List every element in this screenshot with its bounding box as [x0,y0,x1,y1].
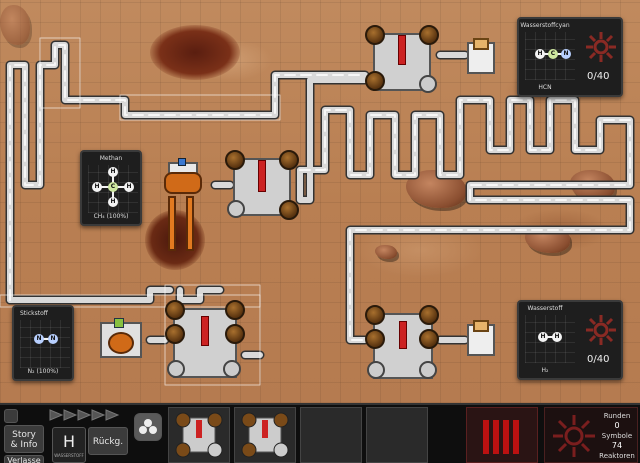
panel-formula: CH₄ (100%) [93,213,129,220]
reactor-icon [175,412,223,458]
rock [375,245,397,259]
reactor-4[interactable] [365,305,441,385]
reactor-2[interactable] [365,25,439,99]
story-info-button[interactable]: Story & Info [4,425,44,453]
atom: H [108,197,118,207]
atom: H [535,49,545,59]
crater [150,25,240,80]
reactors-label: Reaktoren [599,452,635,460]
methane-extractor[interactable] [158,158,210,252]
panel-title: Wasserstoffcyan [520,22,570,29]
speed-arrows[interactable] [48,407,128,421]
nitrogen-extractor[interactable] [100,318,145,363]
reactor-gauge-icon [586,315,616,345]
reactor-ring-display[interactable]: Runden 0 Symbole 74 Reaktoren [544,407,638,463]
bond [40,338,52,340]
atom: H [124,182,134,192]
panel-title: Methan [99,155,123,162]
molecule-grid [20,320,70,368]
hcn-output-machine[interactable] [465,38,497,78]
panel-title: Wasserstoff [527,305,563,312]
reactor-1[interactable] [225,150,299,224]
nitrogen-input-panel[interactable]: Stickstoff N N N₂ (100%) [12,305,74,381]
leave-button[interactable]: Verlasse [4,455,44,463]
menu-square-button[interactable] [4,409,18,423]
reactor-ring-icon [553,415,595,457]
reactor-slot-1[interactable] [168,407,230,463]
atom: H [538,332,548,342]
atom: H [552,332,562,342]
fast-forward-icon [49,409,120,421]
symbols-label: Symbole [601,432,633,440]
panel-formula: H₂ [541,367,549,374]
element-symbol: H [62,432,76,451]
empty-slot[interactable] [300,407,362,463]
empty-slot[interactable] [366,407,428,463]
cluster-tool-button[interactable] [134,413,162,441]
red-stop-button[interactable] [466,407,538,463]
atom: H [108,167,118,177]
atom: N [48,334,58,344]
atom: N [561,49,571,59]
rock [0,5,30,45]
panel-formula: HCN [538,84,552,91]
bottom-toolbar: Story & Info Verlasse H WASSERSTOFF Rück… [0,403,640,463]
back-button[interactable]: Rückg. [88,427,128,455]
hydrogen-output-machine[interactable] [465,320,497,360]
rounds-label: Runden [603,412,631,420]
reactor-icon [241,412,289,458]
output-counter: 0/40 [587,354,610,365]
reactor-slot-2[interactable] [234,407,296,463]
panel-formula: N₂ (100%) [27,368,59,375]
rounds-value: 0 [614,421,620,430]
factory-board[interactable]: Methan H H C H H CH₄ (100%) Stickstoff N… [0,0,640,403]
output-counter: 0/40 [587,71,610,82]
panel-title: Stickstoff [20,310,48,317]
hydrogen-element-button[interactable]: H WASSERSTOFF [52,427,86,463]
atom-cluster-icon [139,419,157,434]
molecule-grid [525,315,575,363]
hcn-output-panel[interactable]: Wasserstoffcyan H C N HCN 0/40 [517,17,623,97]
atom: N [34,334,44,344]
atom: H [92,182,102,192]
element-caption: WASSERSTOFF [54,453,84,458]
atom: C [108,182,118,192]
atom: C [548,49,558,59]
pipe-network [0,37,635,386]
hydrogen-output-panel[interactable]: Wasserstoff H H H₂ 0/40 [517,300,623,380]
reactor-gauge-icon [586,32,616,62]
symbols-value: 74 [611,441,623,450]
bond [543,336,555,338]
methane-input-panel[interactable]: Methan H H C H H CH₄ (100%) [80,150,142,226]
reactor-3[interactable] [165,300,245,384]
